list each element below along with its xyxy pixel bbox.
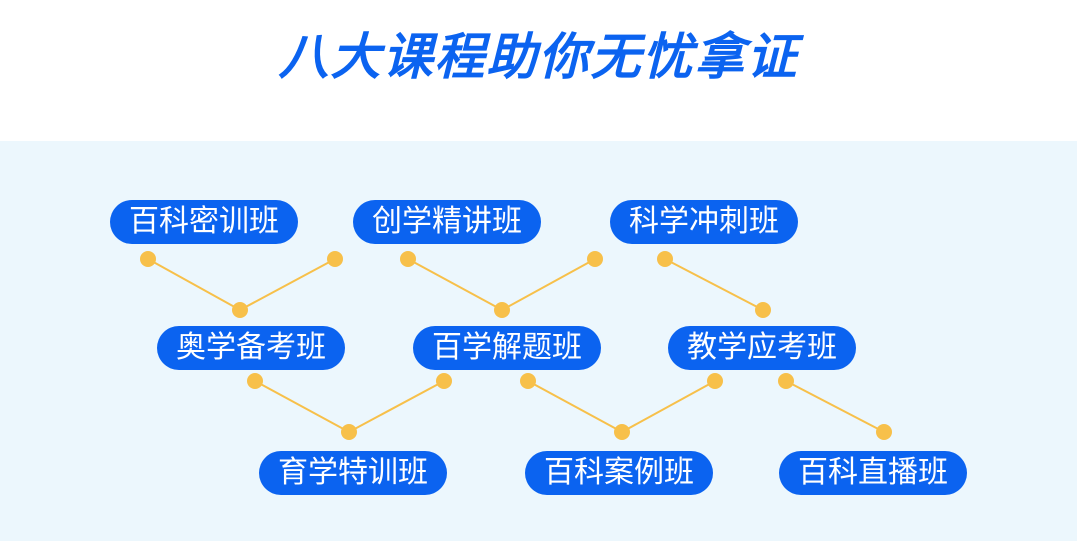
connector-dot <box>614 424 630 440</box>
course-chuangxue-jingjiang[interactable]: 创学精讲班 <box>353 200 541 244</box>
connector-dot <box>341 424 357 440</box>
page-title: 八大课程助你无忧拿证 <box>278 28 799 86</box>
course-baike-anli[interactable]: 百科案例班 <box>525 451 713 495</box>
course-kexue-chongci[interactable]: 科学冲刺班 <box>610 200 798 244</box>
connector-dot <box>520 373 536 389</box>
course-jiaoxue-yingkao[interactable]: 教学应考班 <box>668 326 856 370</box>
course-aoxue-beikao[interactable]: 奥学备考班 <box>157 326 345 370</box>
connector-dot <box>587 251 603 267</box>
connector-line <box>785 380 885 433</box>
connector-dot <box>707 373 723 389</box>
course-yuxue-texun[interactable]: 育学特训班 <box>259 451 447 495</box>
connector-line <box>664 258 764 311</box>
connector-dot <box>657 251 673 267</box>
connector-dot <box>400 251 416 267</box>
connector-dot <box>247 373 263 389</box>
connector-dot <box>755 302 771 318</box>
connector-dot <box>232 302 248 318</box>
connector-dot <box>778 373 794 389</box>
connector-dot <box>140 251 156 267</box>
connector-dot <box>494 302 510 318</box>
connector-dot <box>436 373 452 389</box>
connector-dot <box>327 251 343 267</box>
course-baike-zhibo[interactable]: 百科直播班 <box>779 451 967 495</box>
connector-dot <box>876 424 892 440</box>
course-baike-mixun[interactable]: 百科密训班 <box>110 200 298 244</box>
course-baixue-jieti[interactable]: 百学解题班 <box>413 326 601 370</box>
